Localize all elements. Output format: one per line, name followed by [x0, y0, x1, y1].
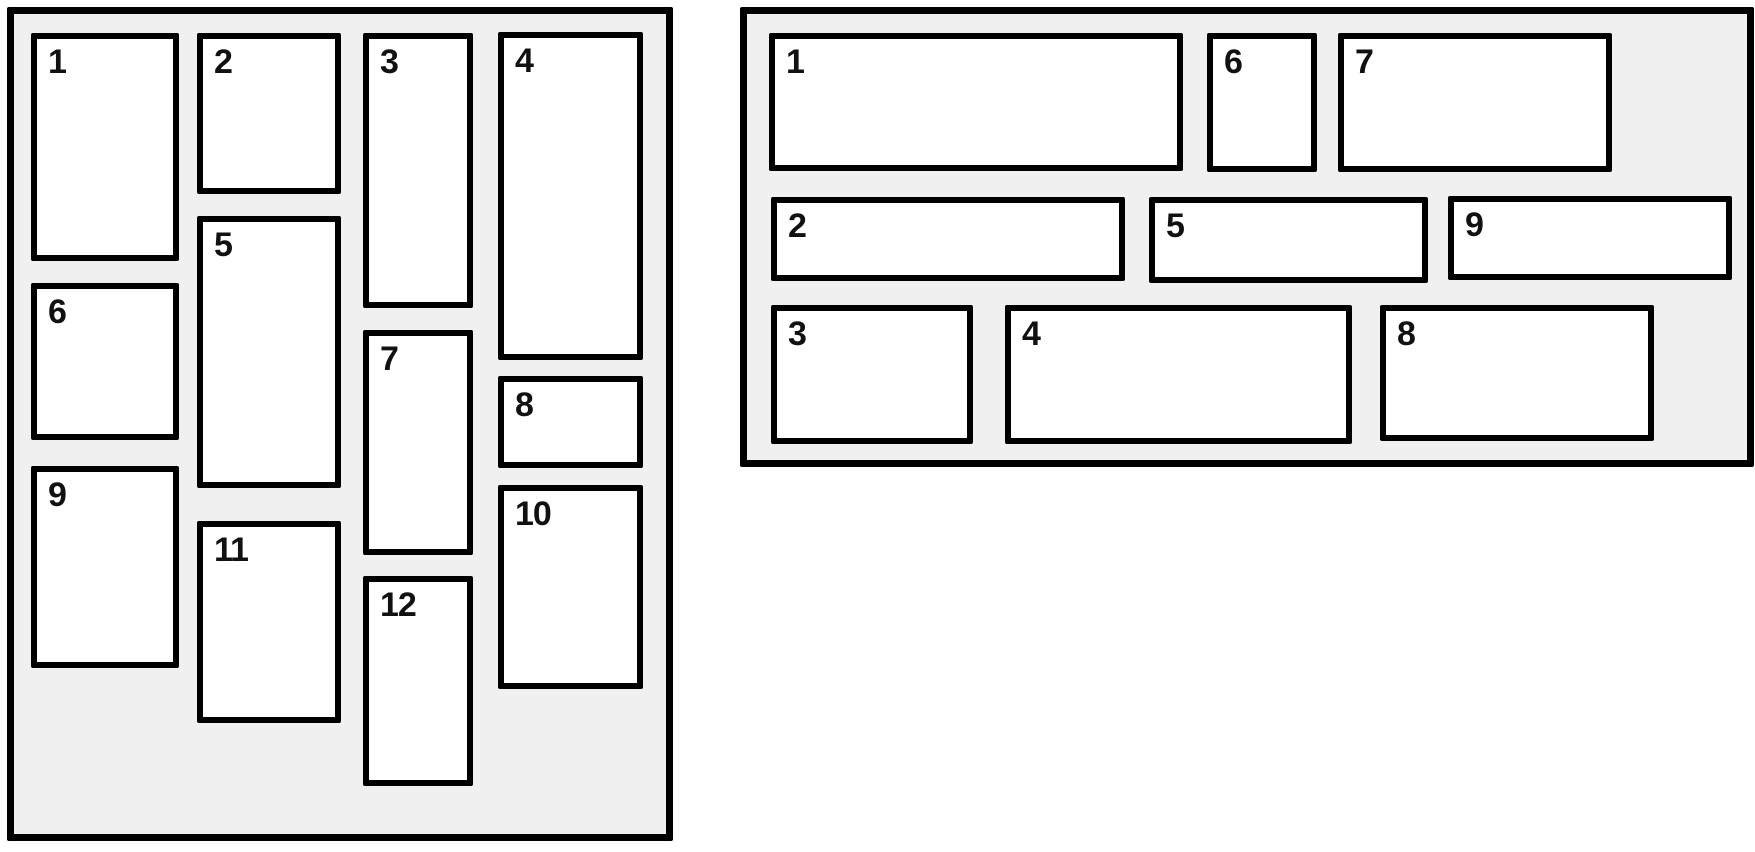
left-card-8: 8	[498, 376, 643, 468]
card-label: 2	[788, 207, 807, 245]
right-card-1: 1	[769, 33, 1183, 171]
card-label: 8	[1397, 315, 1416, 353]
card-label: 2	[214, 43, 233, 81]
card-label: 5	[1166, 207, 1185, 245]
left-masonry-panel: 1 2 3 4 5 6 7 8 9 10 11	[7, 7, 673, 841]
card-label: 8	[515, 386, 534, 424]
left-card-9: 9	[31, 466, 179, 668]
right-card-8: 8	[1380, 305, 1654, 441]
card-label: 7	[380, 340, 399, 378]
left-card-6: 6	[31, 283, 179, 440]
card-label: 3	[788, 315, 807, 353]
card-label: 11	[214, 531, 249, 569]
right-card-7: 7	[1338, 33, 1612, 172]
card-label: 9	[1465, 206, 1484, 244]
right-card-2: 2	[771, 197, 1125, 281]
right-card-5: 5	[1149, 197, 1428, 283]
card-label: 4	[515, 42, 534, 80]
card-label: 1	[786, 43, 805, 81]
right-card-4: 4	[1005, 305, 1352, 444]
left-card-3: 3	[363, 33, 473, 308]
card-label: 7	[1355, 43, 1374, 81]
left-card-1: 1	[31, 33, 179, 261]
left-card-12: 12	[363, 576, 473, 786]
card-label: 9	[48, 476, 67, 514]
card-label: 4	[1022, 315, 1041, 353]
card-label: 6	[1224, 43, 1243, 81]
left-card-10: 10	[498, 485, 643, 689]
right-card-6: 6	[1207, 33, 1317, 172]
card-label: 12	[380, 586, 417, 624]
card-label: 5	[214, 226, 233, 264]
card-label: 3	[380, 43, 399, 81]
left-card-5: 5	[197, 216, 341, 488]
right-masonry-panel: 1 6 7 2 5 9 3 4 8	[740, 7, 1754, 467]
left-card-4: 4	[498, 32, 643, 360]
left-card-2: 2	[197, 33, 341, 194]
card-label: 6	[48, 293, 67, 331]
card-label: 1	[48, 43, 67, 81]
left-card-7: 7	[363, 330, 473, 555]
right-card-3: 3	[771, 305, 973, 444]
left-card-11: 11	[197, 521, 341, 723]
card-label: 10	[515, 495, 552, 533]
right-card-9: 9	[1448, 196, 1732, 280]
